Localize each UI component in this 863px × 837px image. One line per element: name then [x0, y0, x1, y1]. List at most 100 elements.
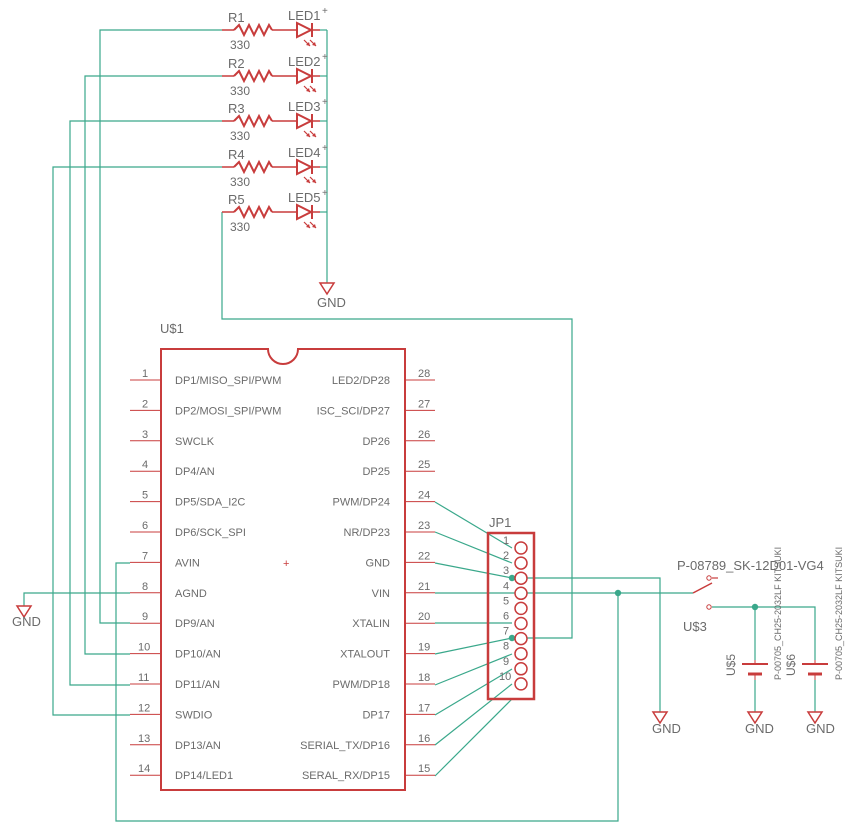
svg-text:+: +: [322, 52, 328, 63]
ic-pin-number: 23: [418, 520, 430, 532]
net-r5-jp1: [221, 212, 573, 639]
ic-pin-label: DP5/SDA_I2C: [175, 497, 245, 509]
ic-pin-number: 20: [418, 611, 430, 623]
ic-pin-label: DP13/AN: [175, 740, 221, 752]
connector-pin-number: 6: [503, 611, 509, 623]
ic-pin-number: 19: [418, 642, 430, 654]
switch-u3: P-08789_SK-12D01-VG4 U$3: [677, 558, 824, 634]
ic-pin-label: DP26: [362, 436, 390, 448]
resistor-name: R3: [228, 101, 245, 116]
ic-pin-label: DP10/AN: [175, 649, 221, 661]
svg-text:U$6: U$6: [784, 654, 798, 676]
gnd-symbol-jp: GND: [651, 711, 681, 736]
connector-pin: [514, 646, 528, 661]
ic-pin-number: 27: [418, 398, 430, 410]
svg-text:P-00705_CH25-2032LF KITSUKI: P-00705_CH25-2032LF KITSUKI: [834, 547, 844, 680]
resistor-value: 330: [230, 38, 250, 52]
svg-text:+: +: [322, 97, 328, 108]
ic-pin-label: AVIN: [175, 557, 200, 569]
net-gnd-jp1: [434, 562, 661, 712]
ic-pin-number: 17: [418, 702, 430, 714]
ic-pin-label: SWCLK: [175, 436, 215, 448]
net-r2-dp10: [84, 75, 222, 655]
svg-text:+: +: [283, 558, 289, 570]
ic-pin-label: LED2/DP28: [332, 375, 390, 387]
net-batt: [712, 606, 816, 660]
connector-pin: [514, 556, 528, 570]
connector-pin-number: 7: [503, 626, 509, 638]
switch-name: U$3: [683, 619, 707, 634]
ic-pin-number: 24: [418, 490, 430, 502]
gnd-label: GND: [317, 295, 346, 310]
ic-pin-label: DP6/SCK_SPI: [175, 527, 246, 539]
connector-pin-number: 5: [503, 595, 509, 607]
net-avin: [115, 562, 619, 822]
ic-pin-number: 21: [418, 581, 430, 593]
svg-text:P-00705_CH25-2032LF KITSUKI: P-00705_CH25-2032LF KITSUKI: [773, 547, 783, 680]
ic-pin-number: 4: [142, 459, 148, 471]
ic-pin-number: 2: [142, 398, 148, 410]
resistor-value: 330: [230, 220, 250, 234]
ic-pin-number: 26: [418, 429, 430, 441]
svg-text:+: +: [322, 6, 328, 17]
gnd-symbol-led: GND: [317, 282, 346, 310]
ic-pin-label: PWM/DP24: [333, 497, 390, 509]
battery-u6: U$6 P-00705_CH25-2032LF KITSUKI GND: [784, 547, 844, 736]
ic-pin-label: PWM/DP18: [333, 679, 390, 691]
svg-text:GND: GND: [652, 721, 681, 736]
ic-pin-label: DP17: [362, 709, 390, 721]
connector-pin: [514, 601, 528, 616]
resistor-value: 330: [230, 84, 250, 98]
svg-text:GND: GND: [806, 721, 835, 736]
connector-pin: [514, 586, 528, 601]
ic-pin-label: VIN: [372, 588, 390, 600]
resistor-symbol: [233, 22, 273, 38]
net-wires: [23, 29, 816, 822]
resistor-symbol: [233, 204, 273, 220]
connector-pin: [514, 662, 528, 676]
svg-text:+: +: [322, 143, 328, 154]
resistor-led-row: R1 330 LED1+: [222, 6, 328, 52]
svg-text:+: +: [322, 188, 328, 199]
led-symbol: [296, 112, 314, 130]
ic-pin-number: 11: [138, 672, 149, 684]
battery-u5: U$5 P-00705_CH25-2032LF KITSUKI GND: [724, 547, 783, 736]
ic-pin-number: 18: [418, 672, 430, 684]
connector-pin-number: 10: [499, 671, 511, 683]
gnd-symbol-agnd: GND: [12, 605, 41, 629]
connector-name: JP1: [489, 515, 511, 530]
resistor-name: R2: [228, 56, 245, 71]
led-symbol: [296, 203, 314, 221]
connector-pin: [514, 616, 528, 631]
ic-pin-number: 6: [142, 520, 148, 532]
ic-pin-number: 15: [418, 763, 430, 775]
led-name: LED4: [288, 145, 321, 160]
connector-pin-number: 3: [503, 565, 509, 577]
svg-text:U$5: U$5: [724, 654, 738, 676]
led-name: LED3: [288, 99, 321, 114]
connector-pin: [514, 677, 528, 691]
ic-pin-number: 28: [418, 368, 430, 380]
resistor-symbol: [233, 159, 273, 175]
connector-pin-number: 1: [503, 535, 509, 547]
ic-pin-label: XTALIN: [352, 618, 390, 630]
connector-pin-number: 4: [503, 580, 509, 592]
ic-u1: U$1 1DP1/MISO_SPI/PWM2DP2/MOSI_SPI/PWM3S…: [130, 321, 435, 791]
ic-pin-label: SWDIO: [175, 709, 213, 721]
ic-pin-number: 9: [142, 611, 148, 623]
ic-pin-label: DP9/AN: [175, 618, 215, 630]
ic-pin-number: 22: [418, 550, 430, 562]
svg-text:GND: GND: [12, 614, 41, 629]
ic-pin-number: 10: [138, 642, 150, 654]
led-symbol: [296, 158, 314, 176]
ic-pin-number: 14: [138, 763, 150, 775]
ic-pin-number: 5: [142, 490, 148, 502]
led-symbol: [296, 67, 314, 85]
led-name: LED1: [288, 8, 321, 23]
resistor-name: R1: [228, 10, 245, 25]
